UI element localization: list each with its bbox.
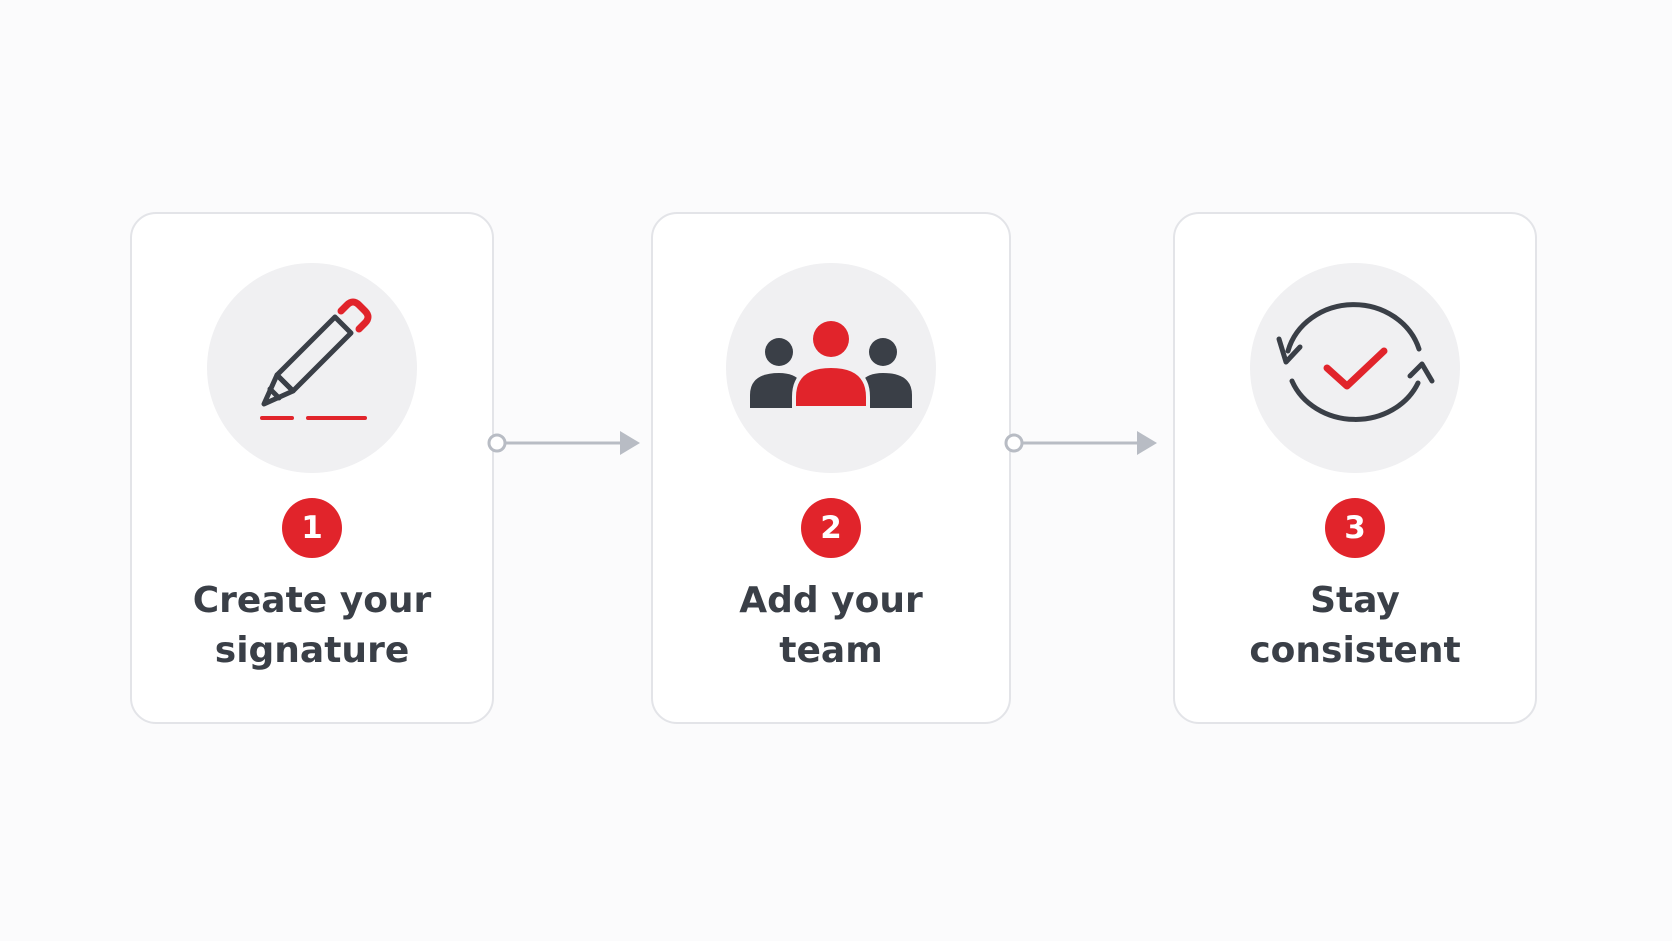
step-number-badge: 3: [1325, 498, 1385, 558]
arrow-connector: [487, 431, 640, 455]
step-number-badge: 1: [282, 498, 342, 558]
step-label: Add your team: [653, 576, 1009, 676]
step-label: Create your signature: [132, 576, 492, 676]
team-icon: [750, 321, 912, 410]
step-number-badge: 2: [801, 498, 861, 558]
pencil-icon: [260, 298, 372, 420]
step-label-line: Create your: [192, 580, 432, 621]
sync-check-icon: [1276, 302, 1435, 422]
arrow-connector: [1004, 431, 1157, 455]
step-label-line: Stay: [1310, 580, 1400, 621]
icon-circle: [1250, 263, 1460, 473]
step-label-line: Add your: [739, 580, 923, 621]
icon-circle: [726, 263, 936, 473]
step-card-create-signature: 1 Create your signature: [130, 212, 494, 724]
step-card-stay-consistent: 3 Stay consistent: [1173, 212, 1537, 724]
step-label-line: team: [779, 630, 883, 671]
step-label-line: signature: [214, 630, 410, 671]
step-card-add-team: 2 Add your team: [651, 212, 1011, 724]
step-label: Stay consistent: [1175, 576, 1535, 676]
step-label-line: consistent: [1249, 630, 1461, 671]
icon-circle: [207, 263, 417, 473]
